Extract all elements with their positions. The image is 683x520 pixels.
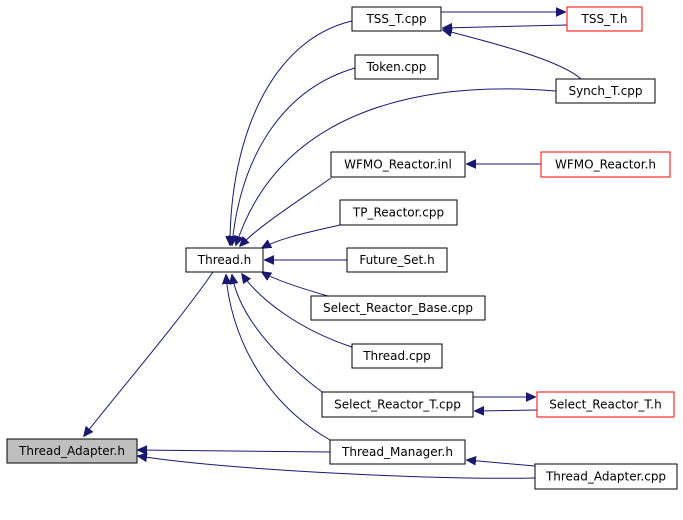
- edge-select-reactor-base-cpp-to-thread-h: [262, 272, 329, 297]
- edge-thread-manager-h-to-thread-adapter-h: [138, 450, 331, 452]
- node-box: [339, 199, 458, 226]
- node-box: [354, 54, 439, 80]
- node-box: [555, 78, 656, 104]
- node-box: [329, 439, 466, 465]
- node-box: [351, 343, 443, 369]
- edge-thread-cpp-to-thread-h: [242, 274, 353, 348]
- edge-thread-adapter-cpp-to-thread-adapter-h: [138, 456, 536, 479]
- node-box: [540, 151, 671, 178]
- node-label: Future_Set.h: [359, 253, 434, 267]
- edge-select-reactor-t-h-to-select-reactor-t-cpp: [475, 410, 538, 411]
- node-box: [566, 6, 643, 32]
- node-box: [185, 247, 264, 273]
- node-box: [310, 295, 486, 321]
- node-box: [321, 391, 474, 418]
- node-thread-adapter-cpp[interactable]: Thread_Adapter.cpp: [534, 463, 678, 490]
- node-label: Select_Reactor_T.h: [549, 398, 661, 412]
- node-thread-cpp[interactable]: Thread.cpp: [351, 343, 443, 369]
- node-label: Thread_Manager.h: [341, 445, 453, 459]
- node-thread-h[interactable]: Thread.h: [185, 247, 264, 273]
- node-box: [6, 438, 138, 464]
- node-label: Synch_T.cpp: [568, 84, 642, 98]
- node-box: [351, 6, 442, 32]
- edge-tss-t-cpp-to-thread-h: [230, 20, 353, 245]
- node-tp-reactor-cpp[interactable]: TP_Reactor.cpp: [339, 199, 458, 226]
- node-wfmo-reactor-inl[interactable]: WFMO_Reactor.inl: [330, 151, 466, 178]
- node-box: [330, 151, 466, 178]
- node-token-cpp[interactable]: Token.cpp: [354, 54, 439, 80]
- node-box: [534, 463, 678, 490]
- edge-tss-t-h-to-tss-t-cpp: [443, 25, 568, 28]
- edge-wfmo-reactor-inl-to-thread-h: [240, 177, 332, 246]
- node-label: Thread_Adapter.h: [18, 444, 125, 458]
- node-label: Token.cpp: [366, 60, 427, 74]
- node-select-reactor-t-cpp[interactable]: Select_Reactor_T.cpp: [321, 391, 474, 418]
- node-future-set-h[interactable]: Future_Set.h: [346, 247, 448, 273]
- node-synch-t-cpp[interactable]: Synch_T.cpp: [555, 78, 656, 104]
- node-wfmo-reactor-h[interactable]: WFMO_Reactor.h: [540, 151, 671, 178]
- node-select-reactor-t-h[interactable]: Select_Reactor_T.h: [536, 391, 675, 418]
- node-label: WFMO_Reactor.inl: [344, 158, 452, 172]
- node-tss-t-h[interactable]: TSS_T.h: [566, 6, 643, 32]
- edge-thread-adapter-cpp-to-thread-manager-h: [467, 460, 536, 467]
- node-thread-manager-h[interactable]: Thread_Manager.h: [329, 439, 466, 465]
- nodes-layer: Thread_Adapter.h Thread.h TSS_T.cpp TSS_T.h…: [6, 6, 678, 490]
- edge-select-reactor-t-cpp-to-thread-h: [232, 275, 323, 393]
- node-label: TSS_T.h: [581, 12, 628, 26]
- node-box: [346, 247, 448, 273]
- edge-token-cpp-to-thread-h: [232, 67, 356, 245]
- edge-synch-t-cpp-to-thread-h: [236, 88, 557, 245]
- node-tss-t-cpp[interactable]: TSS_T.cpp: [351, 6, 442, 32]
- edge-thread-manager-h-to-thread-h: [226, 275, 331, 441]
- node-box: [536, 391, 675, 418]
- node-label: Thread.cpp: [362, 349, 431, 363]
- node-label: TSS_T.cpp: [365, 12, 426, 26]
- edge-synch-t-cpp-to-tss-t-cpp: [443, 30, 582, 80]
- node-label: Select_Reactor_T.cpp: [334, 398, 461, 412]
- node-label: TP_Reactor.cpp: [352, 206, 444, 220]
- edge-tp-reactor-cpp-to-thread-h: [262, 224, 341, 248]
- node-label: Select_Reactor_Base.cpp: [323, 301, 473, 315]
- edge-thread-h-to-thread-adapter-h: [84, 271, 214, 436]
- node-label: WFMO_Reactor.h: [555, 158, 656, 172]
- node-select-reactor-base-cpp[interactable]: Select_Reactor_Base.cpp: [310, 295, 486, 321]
- edges-layer: [84, 12, 582, 479]
- node-label: Thread.h: [197, 253, 251, 267]
- node-thread-adapter-h[interactable]: Thread_Adapter.h: [6, 438, 138, 464]
- node-label: Thread_Adapter.cpp: [545, 470, 666, 484]
